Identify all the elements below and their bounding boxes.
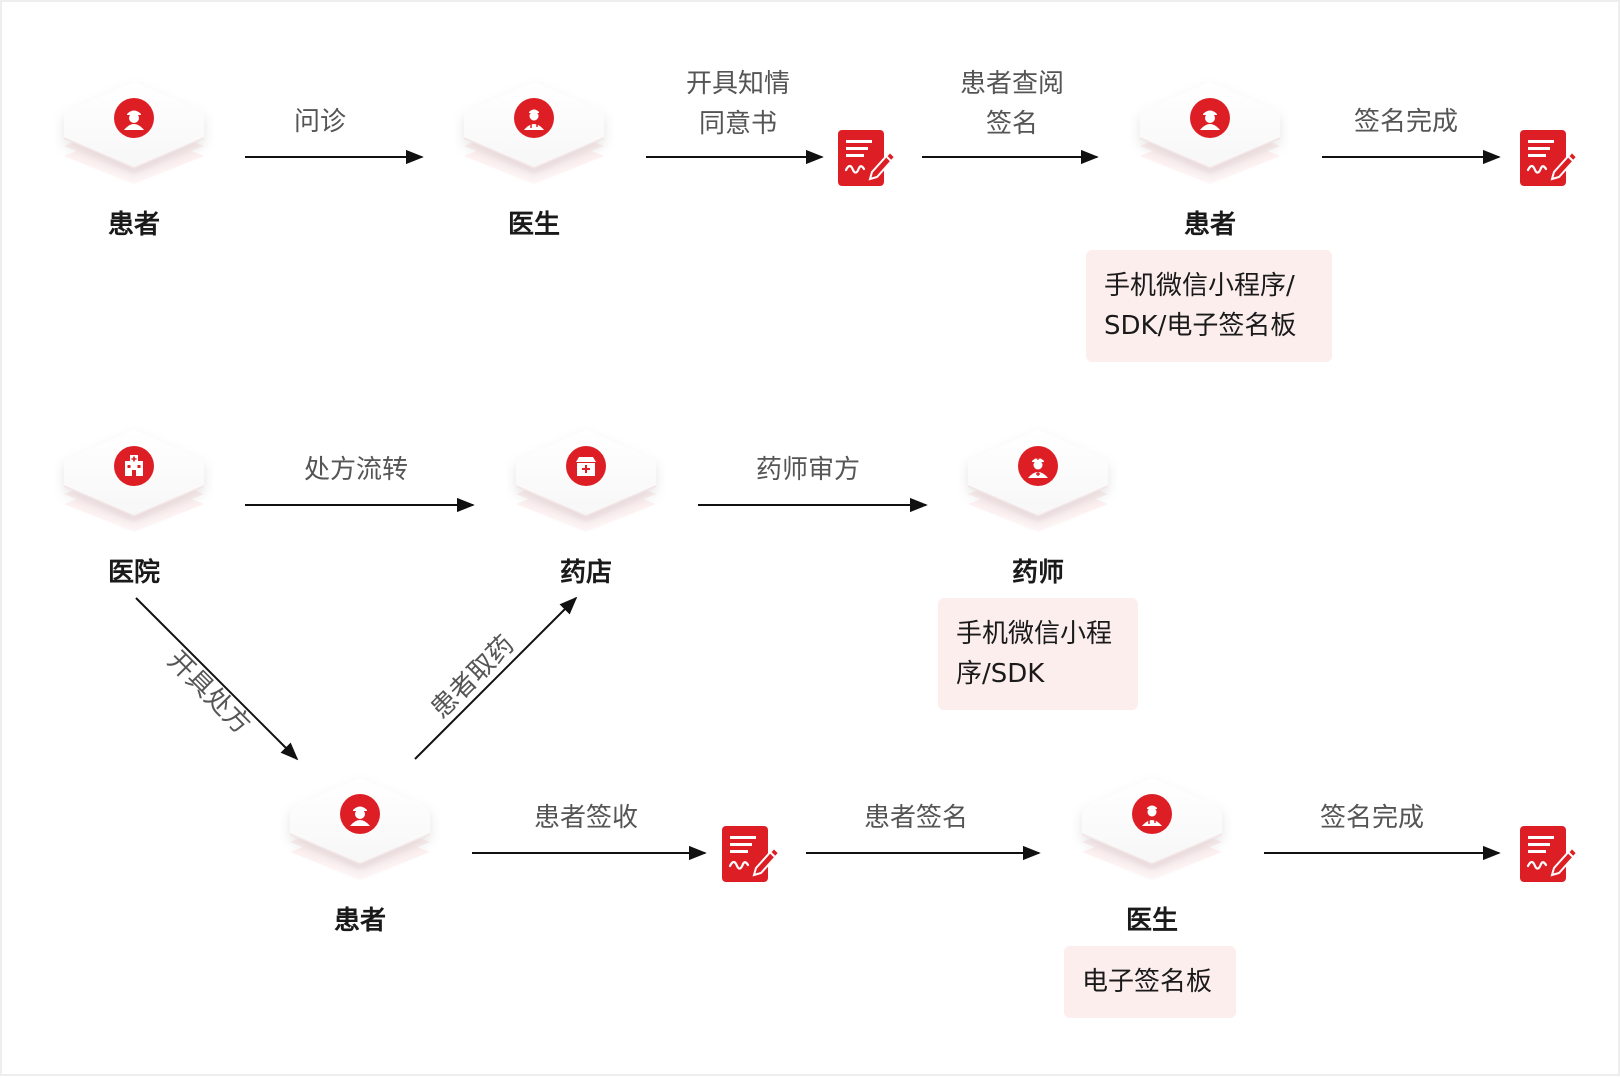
signed-document-icon bbox=[720, 820, 780, 886]
node-label-pharmacy: 药店 bbox=[559, 558, 612, 588]
edge-label-consult: 问诊 bbox=[294, 107, 347, 137]
tile-base bbox=[1130, 78, 1290, 198]
edge-label-review-sign-line1: 患者查阅 bbox=[959, 69, 1064, 99]
edge-label-pharmacist-review: 药师审方 bbox=[756, 455, 861, 485]
edge-label-review-sign: 患者查阅 签名 bbox=[948, 64, 1076, 144]
edge-label-issue-consent-line1: 开具知情 bbox=[685, 69, 790, 99]
tile-base bbox=[506, 426, 666, 546]
arrow-pickup bbox=[414, 596, 578, 760]
pharmacy-icon bbox=[566, 446, 606, 486]
node-label-patient-3: 患者 bbox=[333, 906, 386, 936]
node-patient-3 bbox=[280, 774, 440, 894]
hospital-icon bbox=[114, 446, 154, 486]
signed-document-icon bbox=[1518, 124, 1578, 190]
node-label-doctor-1: 医生 bbox=[507, 210, 560, 240]
edge-label-patient-sign: 患者签名 bbox=[864, 803, 969, 833]
node-label-hospital: 医院 bbox=[107, 558, 160, 588]
doctor-icon bbox=[1132, 794, 1172, 834]
node-hospital bbox=[54, 426, 214, 546]
edge-label-rx-transfer: 处方流转 bbox=[304, 455, 409, 485]
node-label-doctor-2: 医生 bbox=[1125, 906, 1178, 936]
platform-box-pharmacist: 手机微信小程 序/SDK bbox=[938, 598, 1138, 710]
platform-text-line1: 手机微信小程 bbox=[956, 619, 1113, 649]
pharmacist-icon bbox=[1018, 446, 1058, 486]
tile-base bbox=[54, 426, 214, 546]
node-doctor-1 bbox=[454, 78, 614, 198]
node-patient-2 bbox=[1130, 78, 1290, 198]
patient-icon bbox=[114, 98, 154, 138]
arrow-issue-rx bbox=[135, 597, 299, 761]
tile-base bbox=[280, 774, 440, 894]
edge-label-sign-done-2: 签名完成 bbox=[1320, 803, 1425, 833]
patient-icon bbox=[340, 794, 380, 834]
edge-label-issue-consent-line2: 同意书 bbox=[698, 109, 777, 139]
node-label-pharmacist: 药师 bbox=[1011, 558, 1064, 588]
tile-base bbox=[958, 426, 1118, 546]
platform-text-line1: 电子签名板 bbox=[1082, 967, 1213, 997]
edge-label-issue-consent: 开具知情 同意书 bbox=[678, 64, 798, 144]
platform-text-line2: 序/SDK bbox=[956, 659, 1045, 689]
node-doctor-2 bbox=[1072, 774, 1232, 894]
platform-text-line2: SDK/电子签名板 bbox=[1104, 311, 1297, 341]
doctor-icon bbox=[514, 98, 554, 138]
platform-text-line1: 手机微信小程序/ bbox=[1104, 271, 1295, 301]
tile-base bbox=[54, 78, 214, 198]
edge-label-review-sign-line2: 签名 bbox=[985, 109, 1038, 139]
signed-document-icon bbox=[836, 124, 896, 190]
node-pharmacy bbox=[506, 426, 666, 546]
node-label-patient-1: 患者 bbox=[107, 210, 160, 240]
platform-box-patient-2: 手机微信小程序/ SDK/电子签名板 bbox=[1086, 250, 1332, 362]
node-label-patient-2: 患者 bbox=[1183, 210, 1236, 240]
tile-base bbox=[1072, 774, 1232, 894]
tile-base bbox=[454, 78, 614, 198]
patient-icon bbox=[1190, 98, 1230, 138]
node-pharmacist bbox=[958, 426, 1118, 546]
signed-document-icon bbox=[1518, 820, 1578, 886]
platform-box-doctor-2: 电子签名板 bbox=[1064, 946, 1236, 1018]
edge-label-patient-receive: 患者签收 bbox=[534, 803, 639, 833]
edge-label-sign-done-1: 签名完成 bbox=[1354, 107, 1459, 137]
node-patient-1 bbox=[54, 78, 214, 198]
